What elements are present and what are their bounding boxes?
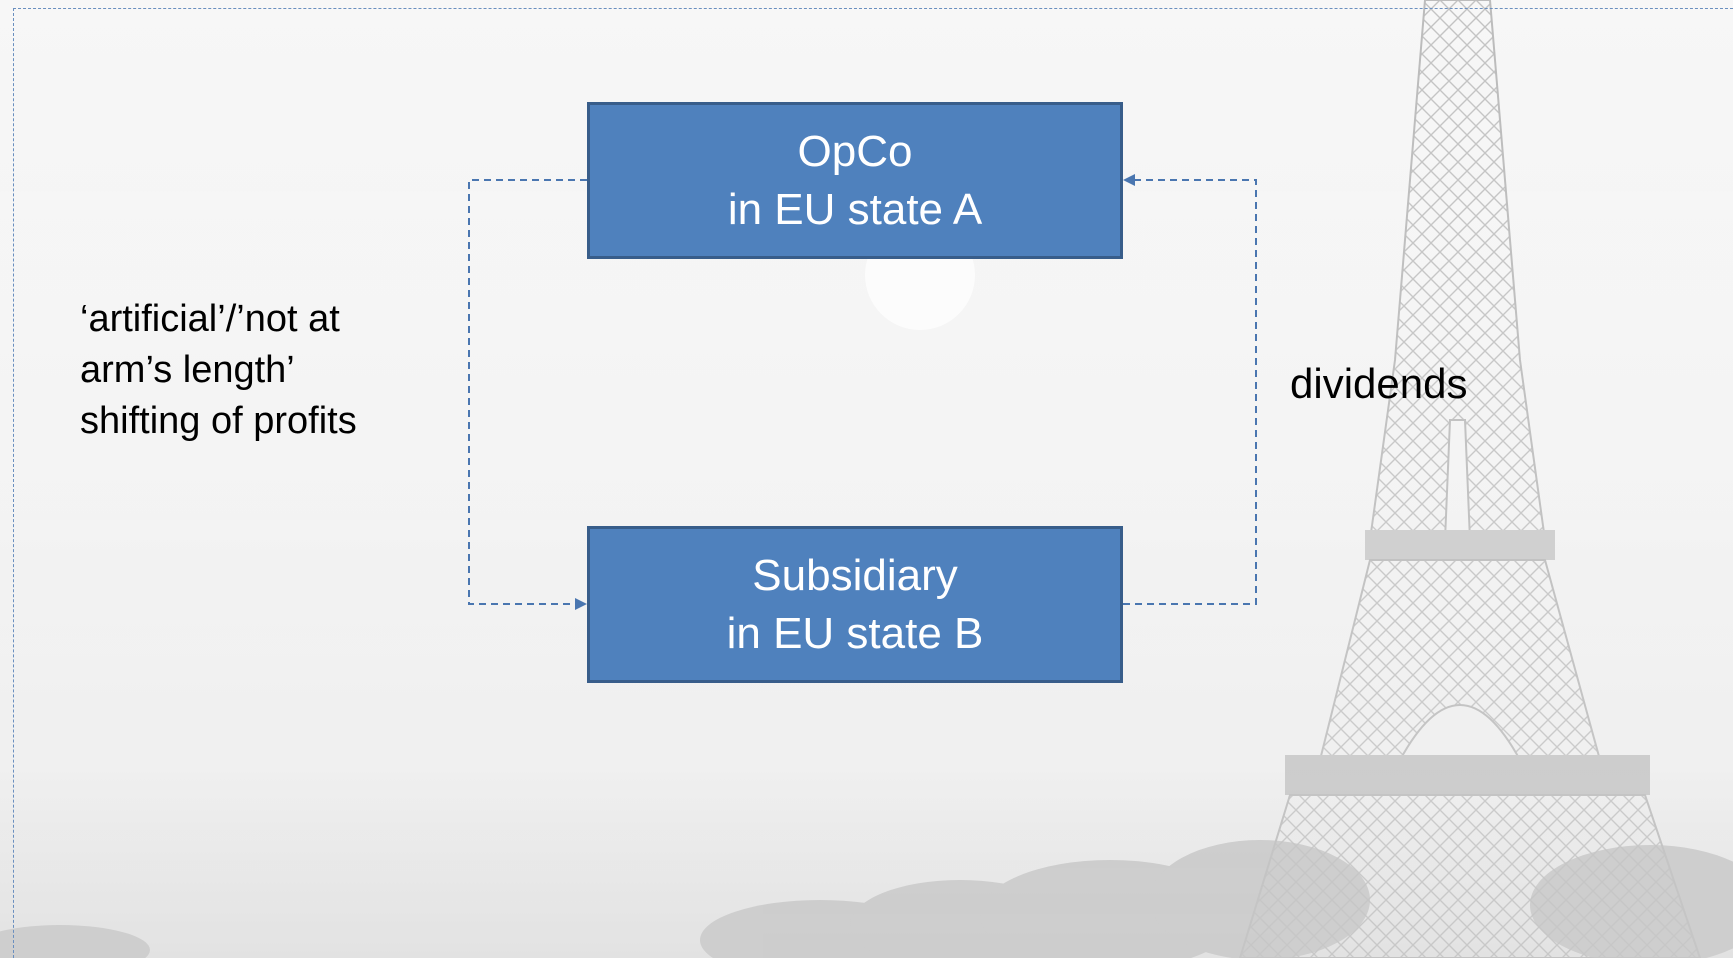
profit-shifting-label-line-1: ‘artificial’/’not at — [80, 298, 340, 340]
subsidiary-box: Subsidiary in EU state B — [587, 526, 1123, 683]
profit-shift-connector — [468, 179, 587, 610]
outer-dashed-frame — [13, 8, 1733, 958]
profit-shifting-label-line-3: shifting of profits — [80, 400, 357, 442]
opco-title: OpCo — [797, 126, 913, 176]
opco-location: in EU state A — [727, 184, 983, 234]
subsidiary-location: in EU state B — [726, 608, 984, 658]
opco-box: OpCo in EU state A — [587, 102, 1123, 259]
profit-shifting-label-line-2: arm’s length’ — [80, 349, 295, 391]
dividends-connector — [1123, 174, 1257, 605]
subsidiary-title: Subsidiary — [752, 550, 958, 600]
profit-shifting-label: ‘artificial’/’not at arm’s length’ shift… — [80, 294, 420, 447]
dividends-label: dividends — [1290, 360, 1468, 407]
